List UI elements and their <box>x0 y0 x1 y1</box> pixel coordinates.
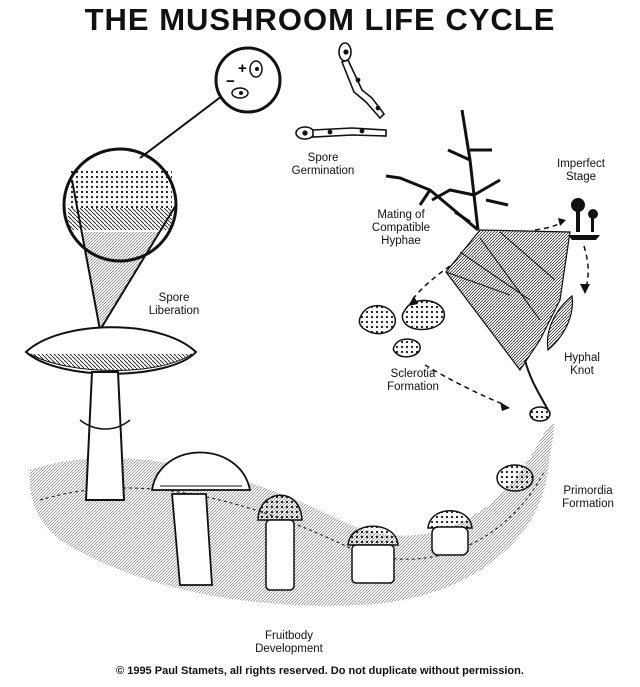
label-mating-line-3: Hyphae <box>381 235 421 247</box>
mycelial-fan <box>445 229 571 372</box>
label-spore-liberation-line-2: Liberation <box>148 305 200 317</box>
minus-sign: − <box>226 73 235 90</box>
label-spore-germination: Spore Germination <box>288 152 358 178</box>
diagram-title: THE MUSHROOM LIFE CYCLE <box>84 2 556 37</box>
arrowheads <box>408 218 590 411</box>
germinating-spores <box>295 42 387 140</box>
label-spore-germination-line-1: Spore <box>307 152 339 164</box>
imperfect-stage <box>568 198 600 240</box>
label-sclerotia-line-2: Formation <box>387 381 439 393</box>
mating-hyphae <box>385 109 509 232</box>
label-fruitbody: Fruitbody Development <box>246 630 332 656</box>
label-mating-line-2: Compatible <box>371 222 431 234</box>
spore-closeup: + − <box>214 46 282 114</box>
label-spore-liberation-line-1: Spore <box>158 292 190 304</box>
label-hyphal-knot-line-1: Hyphal <box>564 352 600 364</box>
young-fruitbodies <box>257 494 399 591</box>
primordia <box>427 406 551 556</box>
label-mating: Mating of Compatible Hyphae <box>362 209 440 248</box>
label-imperfect-line-2: Stage <box>565 171 597 183</box>
magnified-gill-view <box>62 95 223 333</box>
label-sclerotia-line-1: Sclerotia <box>390 368 436 380</box>
label-primordia-line-2: Formation <box>562 498 614 510</box>
sclerotia <box>358 299 445 358</box>
label-imperfect-line-1: Imperfect <box>557 158 605 170</box>
label-imperfect-stage: Imperfect Stage <box>546 158 616 184</box>
label-fruitbody-line-1: Fruitbody <box>265 630 313 642</box>
label-hyphal-knot-line-2: Knot <box>570 365 594 377</box>
label-fruitbody-line-2: Development <box>255 643 323 655</box>
label-spore-germination-line-2: Germination <box>291 165 355 177</box>
label-sclerotia: Sclerotia Formation <box>378 368 448 394</box>
copyright-notice: © 1995 Paul Stamets, all rights reserved… <box>116 665 524 677</box>
label-spore-liberation: Spore Liberation <box>140 292 208 318</box>
plus-sign: + <box>238 60 247 77</box>
label-mating-line-1: Mating of <box>377 209 425 221</box>
label-primordia: Primordia Formation <box>550 485 626 511</box>
developing-mushroom <box>150 451 252 586</box>
label-primordia-line-1: Primordia <box>563 485 613 497</box>
hyphal-knot <box>524 294 573 411</box>
label-hyphal-knot: Hyphal Knot <box>552 352 612 378</box>
mature-mushroom <box>24 326 198 501</box>
